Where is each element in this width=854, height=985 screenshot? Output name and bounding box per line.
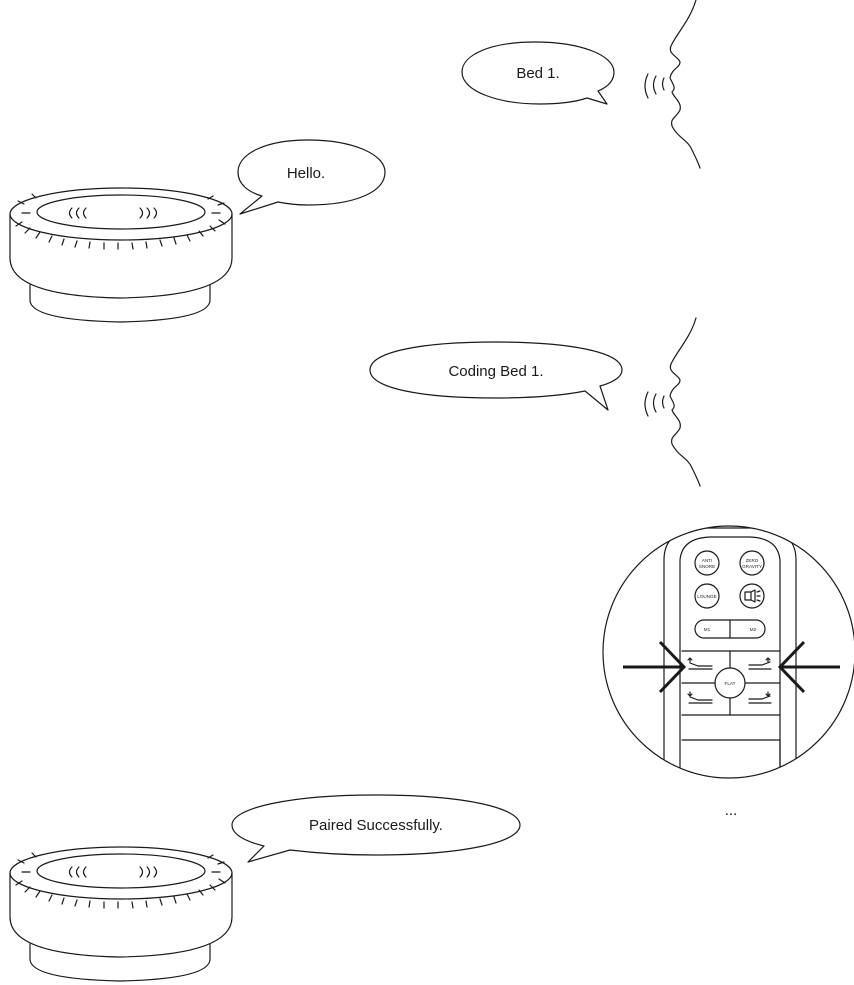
speaker-icon (9, 187, 233, 323)
lounge-button: LOUNGE (694, 583, 720, 609)
light-button (739, 583, 765, 609)
bubble-text-coding: Coding Bed 1. (448, 363, 543, 380)
foot-down-icon (748, 691, 772, 704)
svg-text:ZERO: ZERO (746, 558, 759, 563)
head-up-icon (687, 657, 713, 670)
speech-bubble-user-bed: Bed 1. (461, 41, 615, 105)
memory-buttons: M1 M2 (694, 619, 766, 639)
arrow-icon (623, 640, 687, 694)
m1-button: M1 (704, 627, 711, 632)
speech-bubble-user-coding: Coding Bed 1. (369, 341, 623, 411)
person-speaking-icon (644, 317, 701, 487)
bubble-text-hello: Hello. (287, 165, 325, 182)
remote-control-icon: ANTI SNORE ZERO GRAVITY LOUNGE M1 M2 (602, 525, 854, 779)
speaker-icon (9, 846, 233, 982)
arrow-icon (777, 640, 840, 694)
bubble-text-paired: Paired Successfully. (309, 817, 443, 834)
m2-button: M2 (750, 627, 757, 632)
svg-text:GRAVITY: GRAVITY (742, 564, 762, 569)
svg-text:LOUNGE: LOUNGE (697, 594, 716, 599)
svg-text:FLAT: FLAT (725, 681, 736, 686)
foot-up-icon (748, 657, 772, 670)
zero-gravity-button: ZERO GRAVITY (739, 550, 765, 576)
head-down-icon (687, 691, 713, 704)
person-speaking-icon (644, 0, 701, 169)
continuation-ellipsis: ... (725, 802, 738, 819)
magnifier-circle (602, 525, 854, 779)
speech-bubble-speaker-paired: Paired Successfully. (231, 794, 521, 863)
svg-text:SNORE: SNORE (699, 564, 715, 569)
anti-snore-button: ANTI SNORE (694, 550, 720, 576)
svg-text:ANTI: ANTI (702, 558, 712, 563)
bubble-text-bed: Bed 1. (516, 65, 559, 82)
flat-button: FLAT (714, 667, 746, 699)
light-icon (744, 589, 761, 603)
speech-bubble-speaker-hello: Hello. (237, 139, 386, 215)
